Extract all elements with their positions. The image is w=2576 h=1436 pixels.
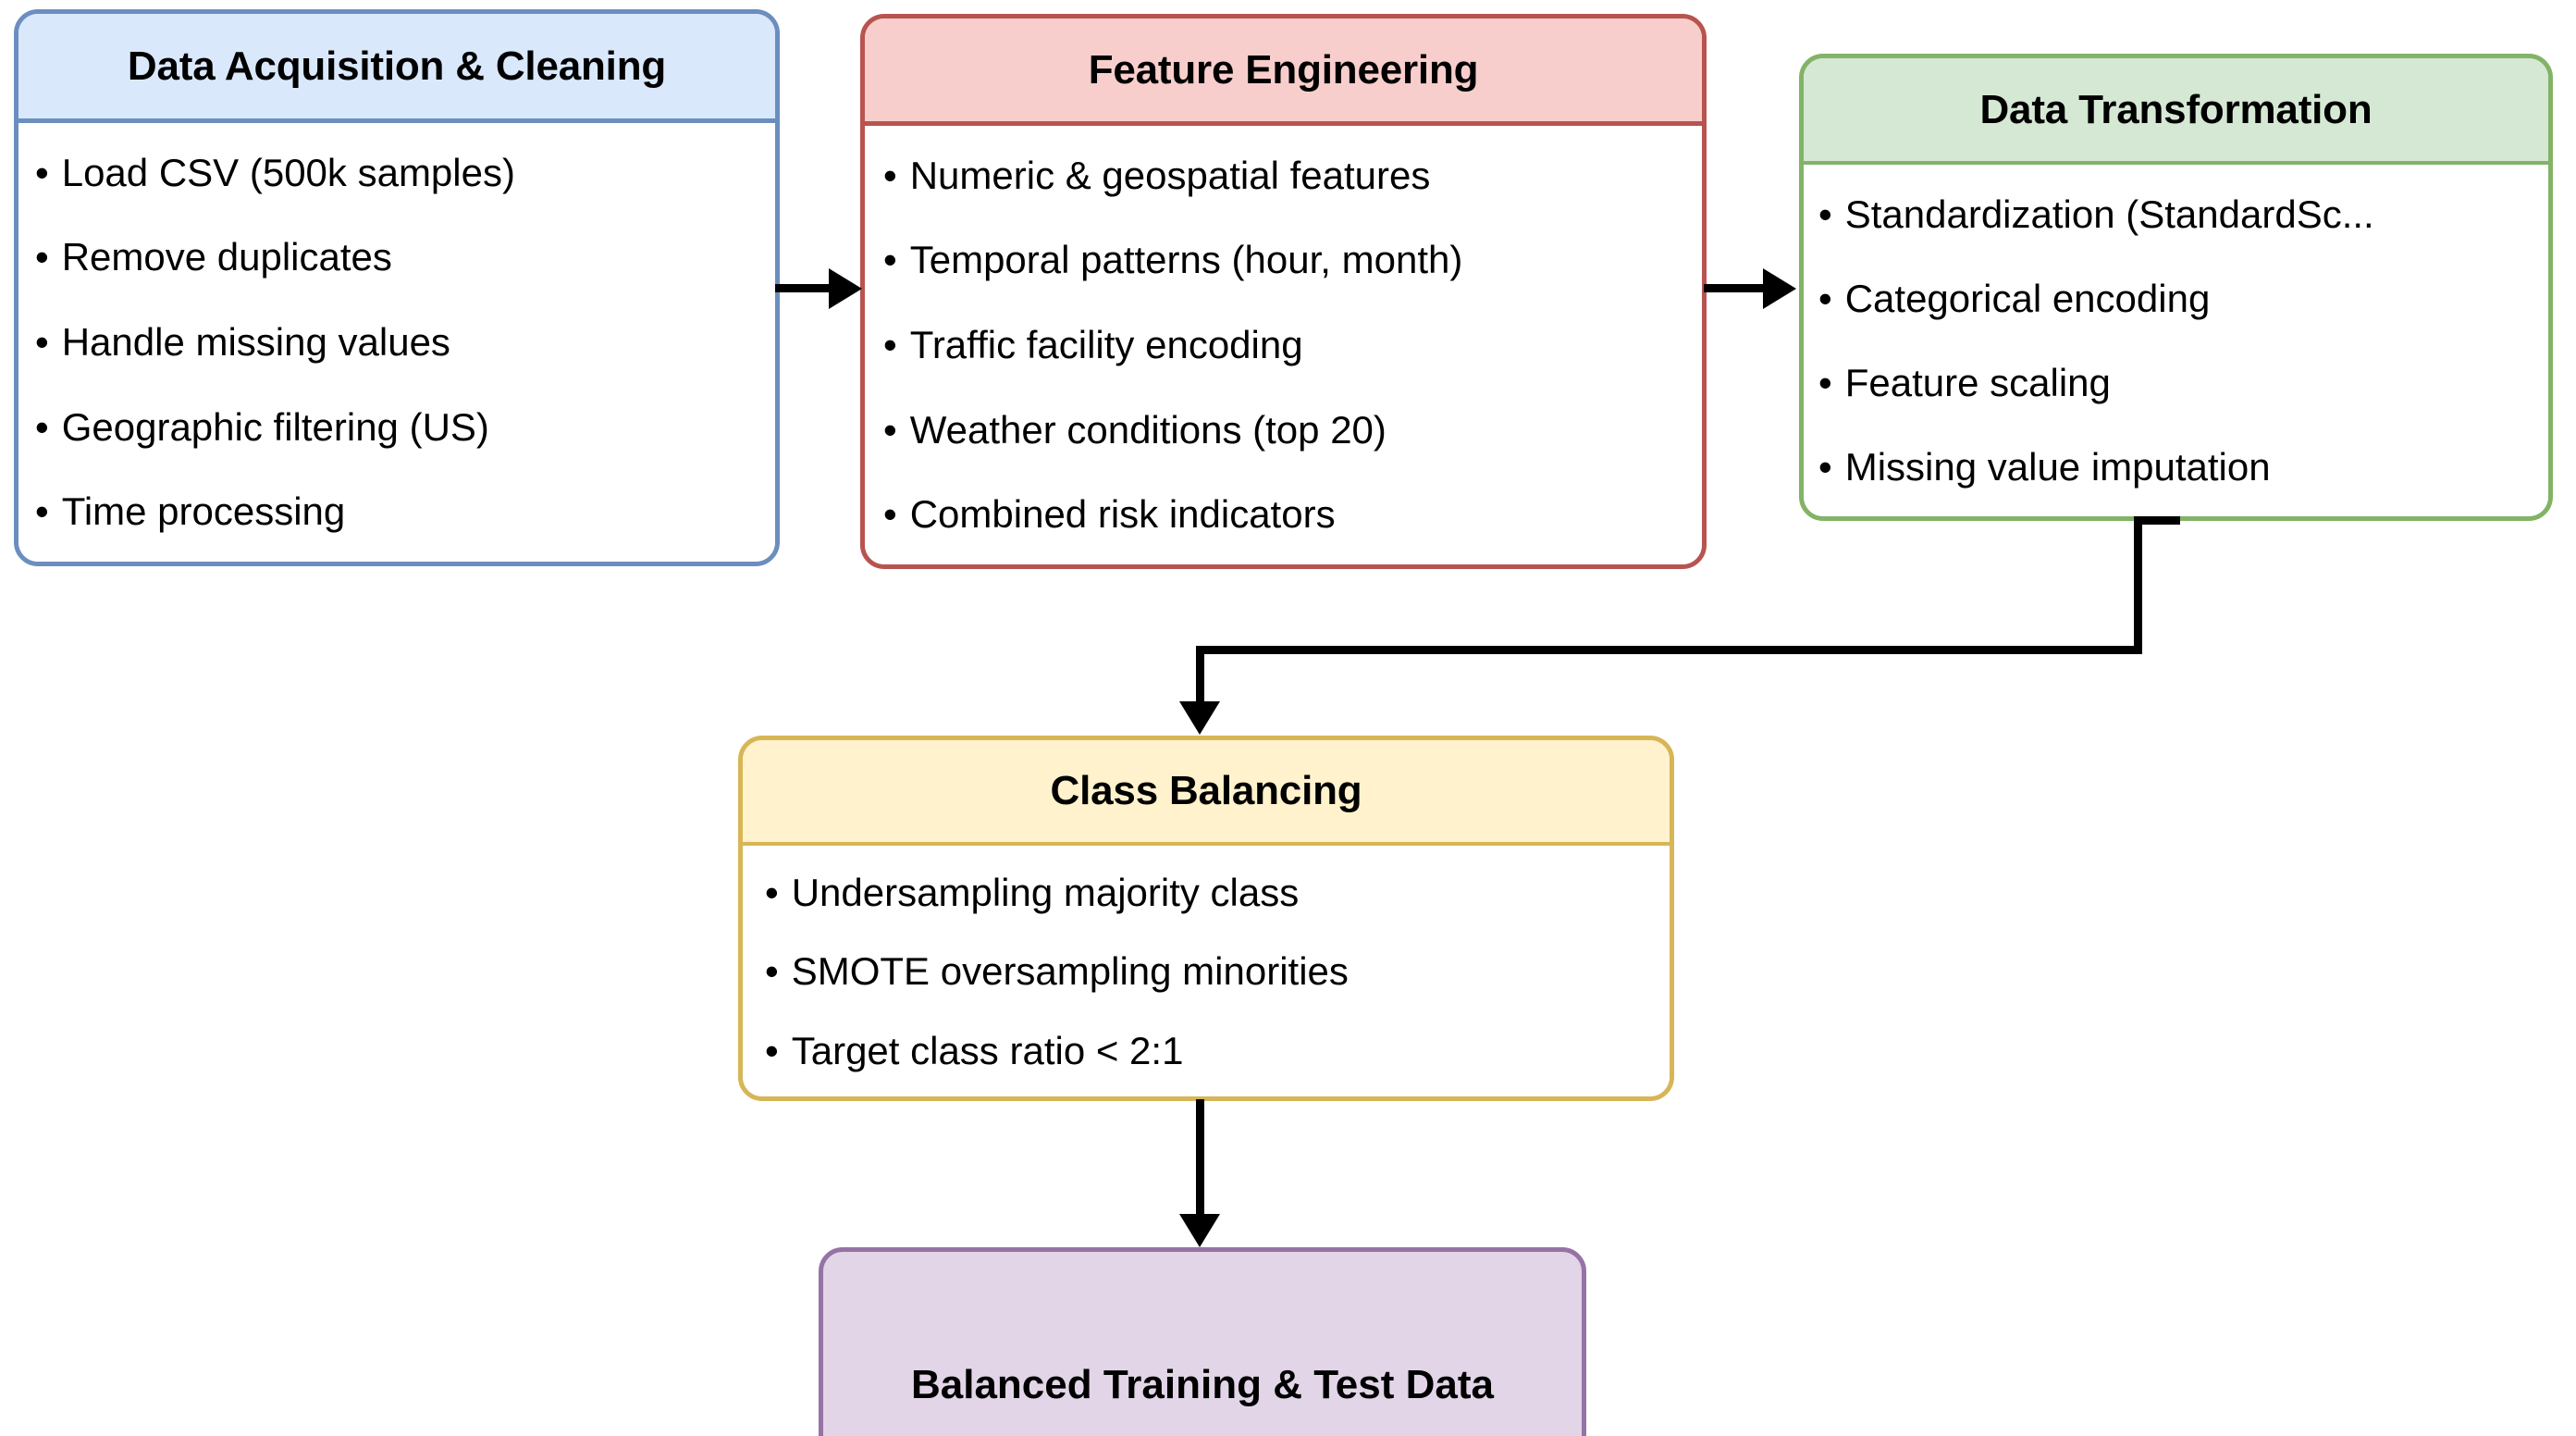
connector-feature-to-transform [1704, 284, 1767, 292]
node-title-data-transformation: Data Transformation [1979, 86, 2373, 132]
list-item-label: Load CSV (500k samples) [61, 150, 515, 194]
list-item: • Temporal patterns (hour, month) [865, 238, 1702, 282]
node-feature-engineering[interactable]: Feature Engineering • Numeric & geospati… [860, 14, 1707, 569]
list-item-label: Numeric & geospatial features [909, 153, 1431, 197]
list-item: • Categorical encoding [1804, 277, 2548, 321]
bullet-icon: • [1818, 360, 1832, 404]
bullet-icon: • [765, 949, 779, 994]
connector-acquisition-to-feature [775, 284, 832, 292]
connector-transform-to-balancing-nub [2134, 516, 2180, 525]
list-item-label: Undersampling majority class [791, 870, 1300, 914]
node-title-data-acquisition-cleaning: Data Acquisition & Cleaning [127, 43, 667, 89]
arrowhead-feature-to-transform [1763, 268, 1796, 309]
connector-transform-to-balancing-vertical-right [2134, 516, 2142, 654]
node-header-class-balancing: Class Balancing [743, 740, 1670, 846]
list-item: • Load CSV (500k samples) [18, 151, 775, 195]
list-item-label: Categorical encoding [1844, 276, 2211, 320]
node-header-feature-engineering: Feature Engineering [865, 19, 1702, 126]
connector-transform-to-balancing-horizontal [1196, 646, 2142, 654]
node-header-data-transformation: Data Transformation [1804, 58, 2548, 165]
node-header-data-acquisition-cleaning: Data Acquisition & Cleaning [18, 14, 775, 123]
bullet-icon: • [35, 319, 49, 364]
list-item: • Numeric & geospatial features [865, 154, 1702, 198]
node-title-class-balancing: Class Balancing [1050, 768, 1362, 813]
bullet-icon: • [883, 492, 897, 537]
bullet-icon: • [1818, 192, 1832, 236]
node-body-feature-engineering: • Numeric & geospatial features • Tempor… [865, 126, 1702, 564]
list-item: • Remove duplicates [18, 235, 775, 279]
bullet-icon: • [35, 489, 49, 534]
list-item-label: Combined risk indicators [909, 492, 1336, 537]
node-body-class-balancing: • Undersampling majority class • SMOTE o… [743, 846, 1670, 1096]
list-item: • Missing value imputation [1804, 445, 2548, 489]
node-data-transformation[interactable]: Data Transformation • Standardization (S… [1799, 54, 2553, 521]
list-item-label: Weather conditions (top 20) [909, 407, 1387, 452]
list-item: • Target class ratio < 2:1 [743, 1029, 1670, 1073]
bullet-icon: • [883, 238, 897, 282]
list-item: • SMOTE oversampling minorities [743, 949, 1670, 994]
list-item-label: Handle missing values [61, 319, 450, 364]
list-item: • Weather conditions (top 20) [865, 408, 1702, 452]
bullet-icon: • [765, 1029, 779, 1073]
arrowhead-acquisition-to-feature [829, 268, 862, 309]
node-title-feature-engineering: Feature Engineering [1088, 46, 1479, 93]
list-item: • Geographic filtering (US) [18, 405, 775, 450]
list-item: • Traffic facility encoding [865, 323, 1702, 367]
bullet-icon: • [1818, 444, 1832, 489]
list-item-label: Time processing [61, 489, 346, 534]
node-balanced-training-test-data[interactable]: Balanced Training & Test Data [819, 1247, 1586, 1436]
list-item-label: SMOTE oversampling minorities [791, 949, 1349, 994]
list-item-label: Temporal patterns (hour, month) [909, 238, 1463, 282]
list-item: • Handle missing values [18, 320, 775, 365]
arrowhead-balancing-to-output [1179, 1214, 1220, 1247]
list-item-label: Standardization (StandardSc... [1844, 192, 2374, 236]
bullet-icon: • [35, 235, 49, 279]
node-data-acquisition-cleaning[interactable]: Data Acquisition & Cleaning • Load CSV (… [14, 9, 780, 566]
bullet-icon: • [35, 150, 49, 194]
list-item: • Feature scaling [1804, 361, 2548, 405]
bullet-icon: • [883, 407, 897, 452]
list-item-label: Target class ratio < 2:1 [791, 1029, 1184, 1073]
list-item-label: Traffic facility encoding [909, 322, 1303, 366]
bullet-icon: • [883, 322, 897, 366]
bullet-icon: • [883, 153, 897, 197]
list-item: • Standardization (StandardSc... [1804, 192, 2548, 237]
bullet-icon: • [1818, 276, 1832, 320]
list-item-label: Missing value imputation [1844, 444, 2271, 489]
list-item: • Time processing [18, 489, 775, 534]
list-item: • Combined risk indicators [865, 492, 1702, 537]
connector-transform-to-balancing-vertical-left [1196, 646, 1204, 711]
list-item: • Undersampling majority class [743, 871, 1670, 915]
bullet-icon: • [765, 870, 779, 914]
list-item-label: Remove duplicates [61, 235, 392, 279]
list-item-label: Geographic filtering (US) [61, 404, 489, 449]
node-body-data-acquisition-cleaning: • Load CSV (500k samples) • Remove dupli… [18, 123, 775, 562]
node-body-data-transformation: • Standardization (StandardSc... • Categ… [1804, 165, 2548, 516]
connector-balancing-to-output [1196, 1099, 1204, 1219]
arrowhead-transform-to-balancing [1179, 701, 1220, 735]
node-class-balancing[interactable]: Class Balancing • Undersampling majority… [738, 736, 1674, 1101]
list-item-label: Feature scaling [1844, 360, 2111, 404]
bullet-icon: • [35, 404, 49, 449]
node-title-balanced-training-test-data: Balanced Training & Test Data [910, 1361, 1494, 1407]
